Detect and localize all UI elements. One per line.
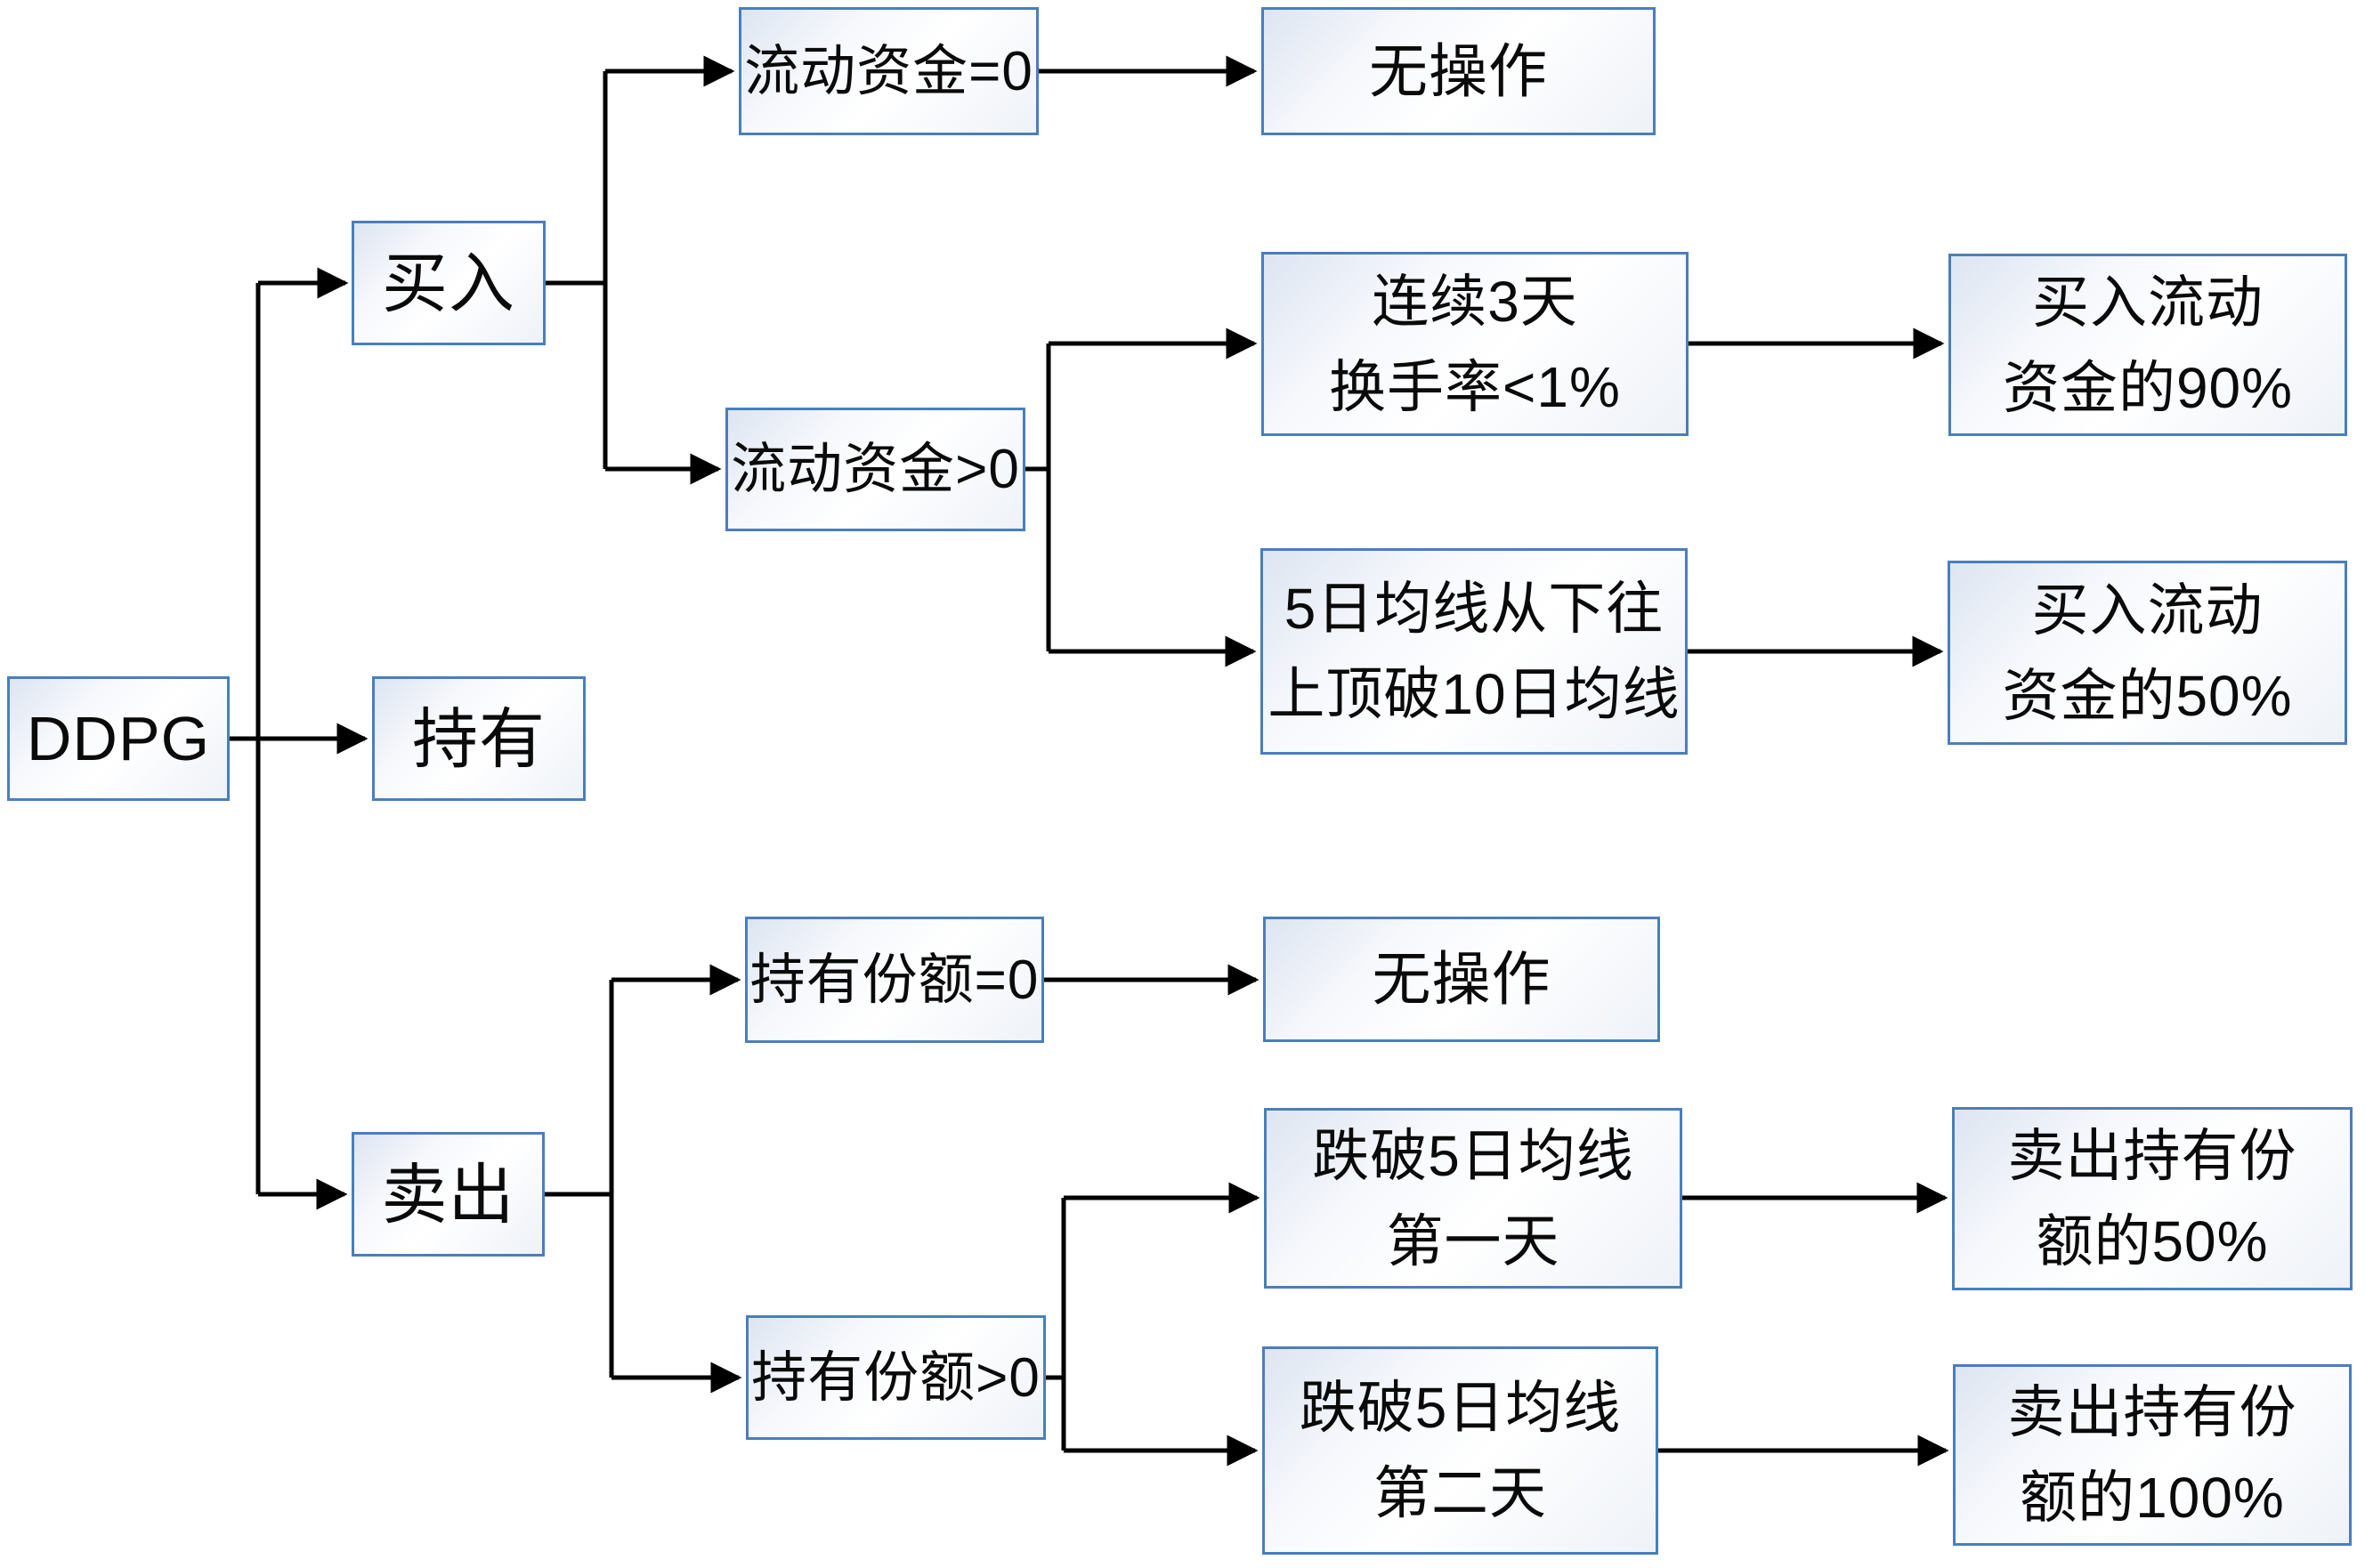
node-break-ma5-day1: 跌破5日均线 第一天: [1264, 1108, 1682, 1289]
node-sell-50-percent: 卖出持有份 额的50%: [1952, 1107, 2353, 1290]
node-no-operation-buy: 无操作: [1261, 7, 1656, 135]
node-liquid-funds-zero: 流动资金=0: [739, 7, 1039, 135]
node-buy-50-percent: 买入流动 资金的50%: [1948, 561, 2347, 745]
node-liquid-funds-positive: 流动资金>0: [725, 408, 1025, 531]
node-break-ma5-day2: 跌破5日均线 第二天: [1262, 1346, 1658, 1555]
node-turnover-condition: 连续3天 换手率<1%: [1261, 252, 1689, 436]
node-ddpg: DDPG: [7, 676, 230, 801]
node-buy: 买入: [352, 221, 546, 345]
connector-sell-stem: [545, 980, 614, 1378]
node-ma-cross-condition: 5日均线从下往 上顶破10日均线: [1260, 548, 1688, 755]
connector-has-funds-stem: [1025, 344, 1051, 651]
connector-has-shares-stem: [1046, 1198, 1066, 1451]
node-sell-100-percent: 卖出持有份 额的100%: [1953, 1364, 2352, 1546]
node-no-operation-sell: 无操作: [1263, 917, 1660, 1042]
node-shares-positive: 持有份额>0: [746, 1315, 1046, 1440]
node-sell: 卖出: [352, 1132, 545, 1257]
node-hold: 持有: [372, 676, 586, 801]
connector-buy-stem: [546, 71, 608, 469]
node-buy-90-percent: 买入流动 资金的90%: [1948, 254, 2347, 436]
node-shares-zero: 持有份额=0: [745, 917, 1044, 1043]
